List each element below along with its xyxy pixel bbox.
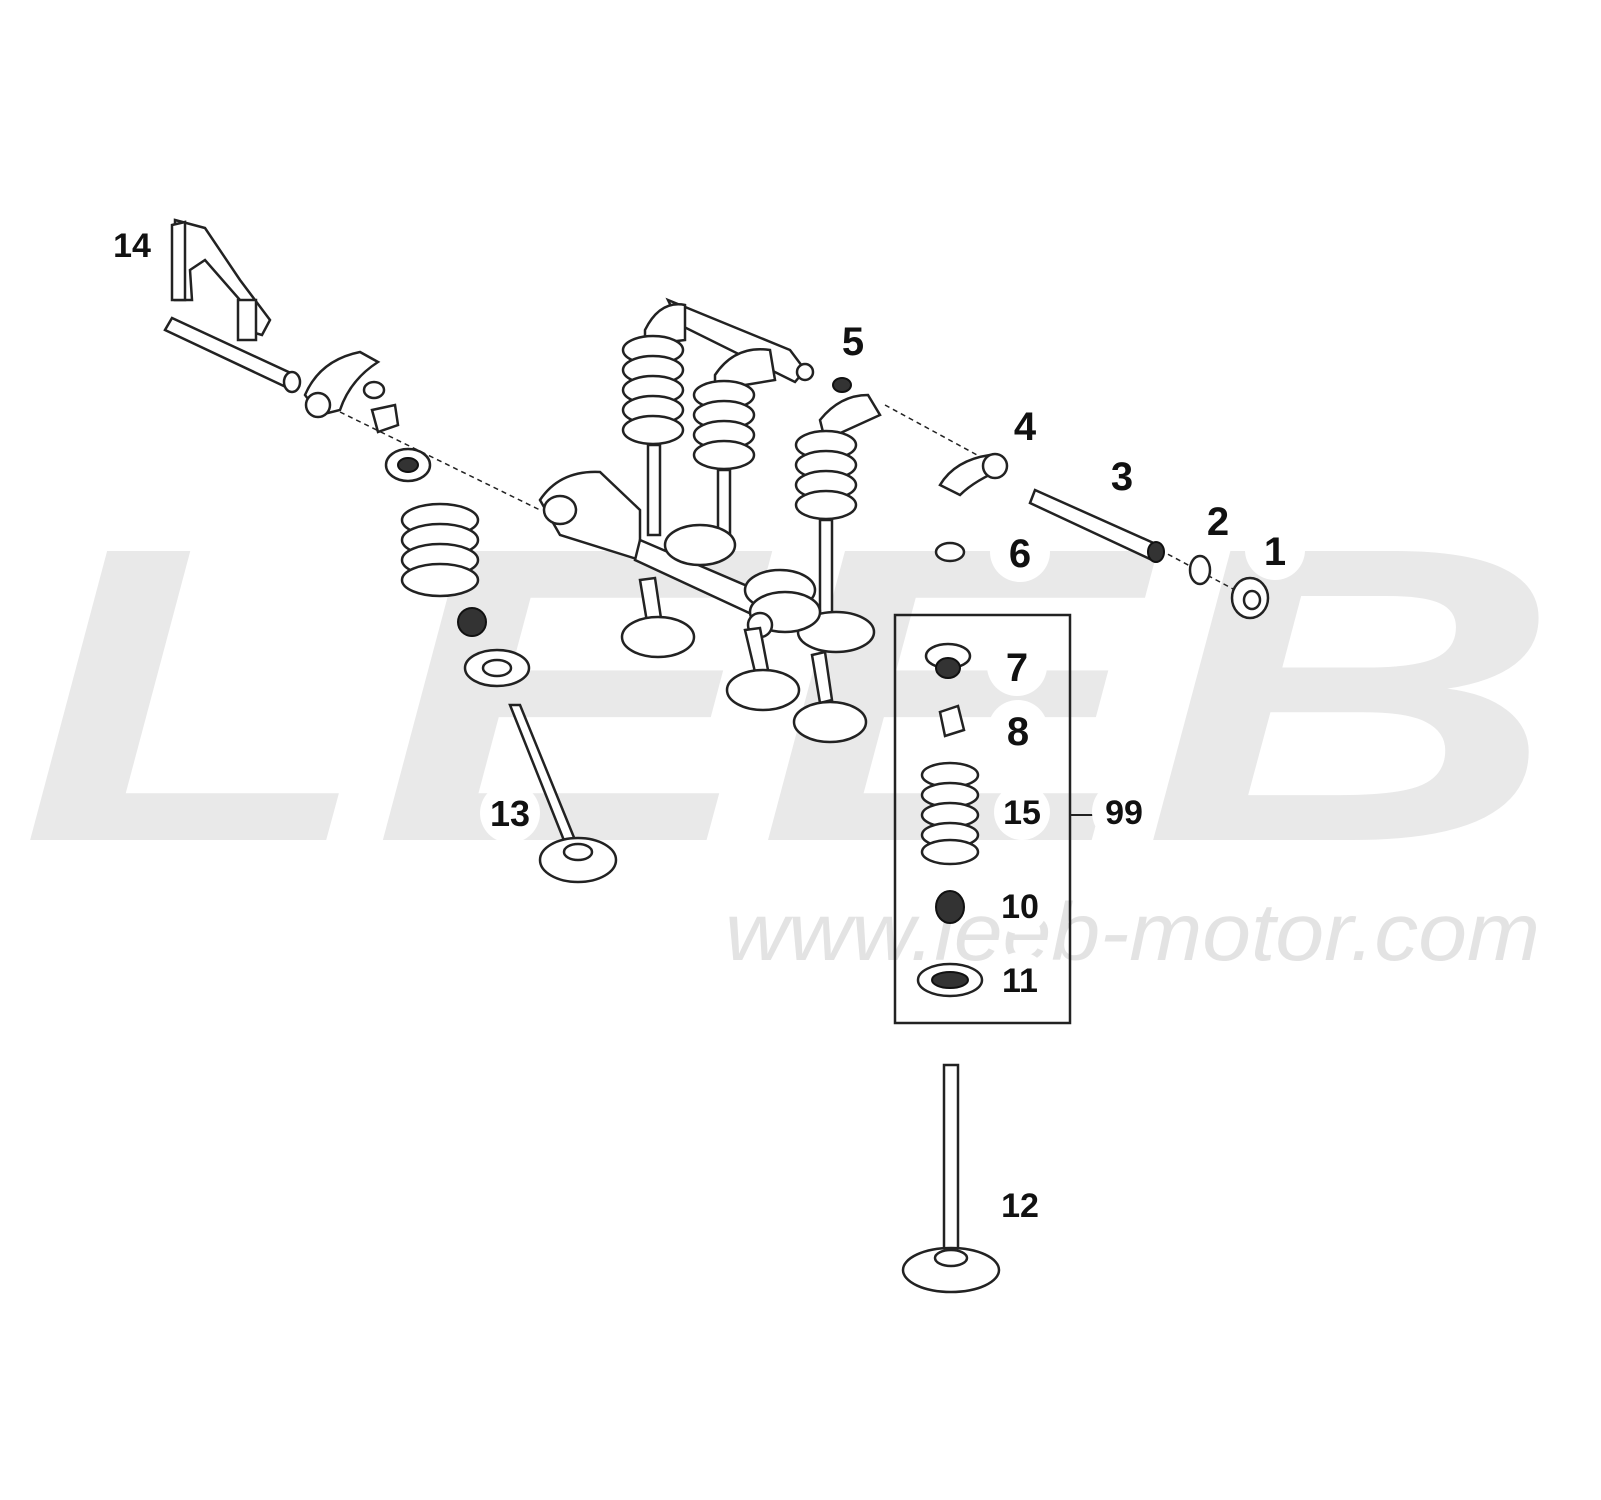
svg-text:12: 12 [1001,1187,1039,1225]
svg-text:4: 4 [1014,405,1037,449]
callout-11: 11 [992,952,1048,1008]
axis-line-left [339,411,541,511]
bracket-part [170,218,272,342]
callout-15: 15 [994,784,1050,840]
valve-spring-15 [920,761,980,866]
callout-12: 12 [992,1177,1048,1233]
svg-text:10: 10 [1001,888,1039,926]
svg-text:15: 15 [1003,794,1041,832]
left-rocker-arm [303,350,400,434]
callout-99: 99 [1092,780,1156,844]
svg-text:6: 6 [1009,532,1031,576]
kit-box-99 [893,613,1093,1025]
left-spring-seat [463,648,531,688]
rocker-arm-4 [938,452,1009,497]
watermark-url: www.leeb-motor.com [725,887,1540,978]
left-valve-spring [400,502,480,598]
valve-keeper-8 [938,704,966,738]
svg-text:1: 1 [1264,530,1286,574]
plug-1 [1230,576,1270,620]
spring-seat-11 [916,962,984,998]
valve-13 [508,703,618,884]
svg-text:7: 7 [1006,646,1028,690]
rocker-shaft-3 [1028,488,1165,563]
left-seal [384,447,432,483]
svg-text:8: 8 [1007,710,1029,754]
svg-text:5: 5 [842,320,864,364]
callout-14: 14 [106,219,158,271]
svg-text:99: 99 [1105,794,1143,832]
left-rocker-shaft [163,316,302,394]
callout-3: 3 [1092,445,1152,505]
axis-line-right [884,404,991,463]
retainer-7 [924,642,972,679]
svg-text:2: 2 [1207,500,1229,544]
callout-7: 7 [987,636,1047,696]
callout-4: 4 [995,395,1055,455]
svg-text:3: 3 [1111,455,1133,499]
shim-6 [934,541,966,563]
valve-seal-10 [935,890,965,924]
svg-text:13: 13 [490,793,530,834]
valve-12 [901,1063,1001,1294]
callout-1: 1 [1245,520,1305,580]
left-valve-seal [457,607,487,637]
rear-spring-assembly [621,297,882,654]
svg-text:14: 14 [113,227,151,265]
callout-5: 5 [823,310,883,370]
front-spring-assembly [538,470,868,744]
callout-8: 8 [988,700,1048,760]
callout-13: 13 [480,783,540,843]
svg-text:11: 11 [1002,962,1038,1000]
o-ring-2 [1188,554,1212,586]
adjuster-part [795,362,852,393]
callout-6: 6 [990,522,1050,582]
callout-2: 2 [1188,490,1248,550]
callout-10: 10 [992,878,1048,934]
